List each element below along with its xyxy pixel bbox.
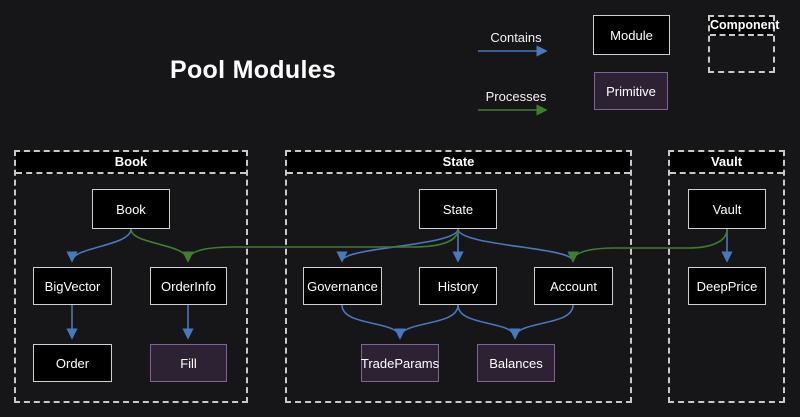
cluster-vault-label: Vault: [670, 152, 783, 174]
legend-processes-label: Processes: [485, 89, 547, 104]
node-bigvector: BigVector: [33, 267, 112, 305]
node-state: State: [419, 189, 497, 229]
node-balances: Balances: [477, 344, 555, 382]
cluster-state: State: [285, 150, 632, 403]
node-orderinfo: OrderInfo: [150, 267, 227, 305]
legend-module-box: Module: [593, 15, 670, 55]
page-title: Pool Modules: [170, 56, 337, 84]
node-tradeparams: TradeParams: [361, 344, 439, 382]
node-history: History: [419, 267, 497, 305]
node-fill: Fill: [150, 344, 227, 382]
legend-component-box: Component: [708, 15, 779, 73]
node-account: Account: [534, 267, 613, 305]
node-book: Book: [92, 189, 170, 229]
cluster-state-label: State: [287, 152, 630, 174]
node-vault: Vault: [688, 189, 766, 229]
cluster-book: Book: [14, 150, 248, 403]
cluster-book-label: Book: [16, 152, 246, 174]
legend-component-label: Component: [710, 17, 779, 36]
node-deepprice: DeepPrice: [688, 267, 766, 305]
legend-contains-label: Contains: [490, 30, 542, 45]
cluster-vault: Vault: [668, 150, 785, 403]
node-governance: Governance: [303, 267, 382, 305]
legend-primitive-box: Primitive: [594, 72, 668, 110]
node-order: Order: [33, 344, 112, 382]
